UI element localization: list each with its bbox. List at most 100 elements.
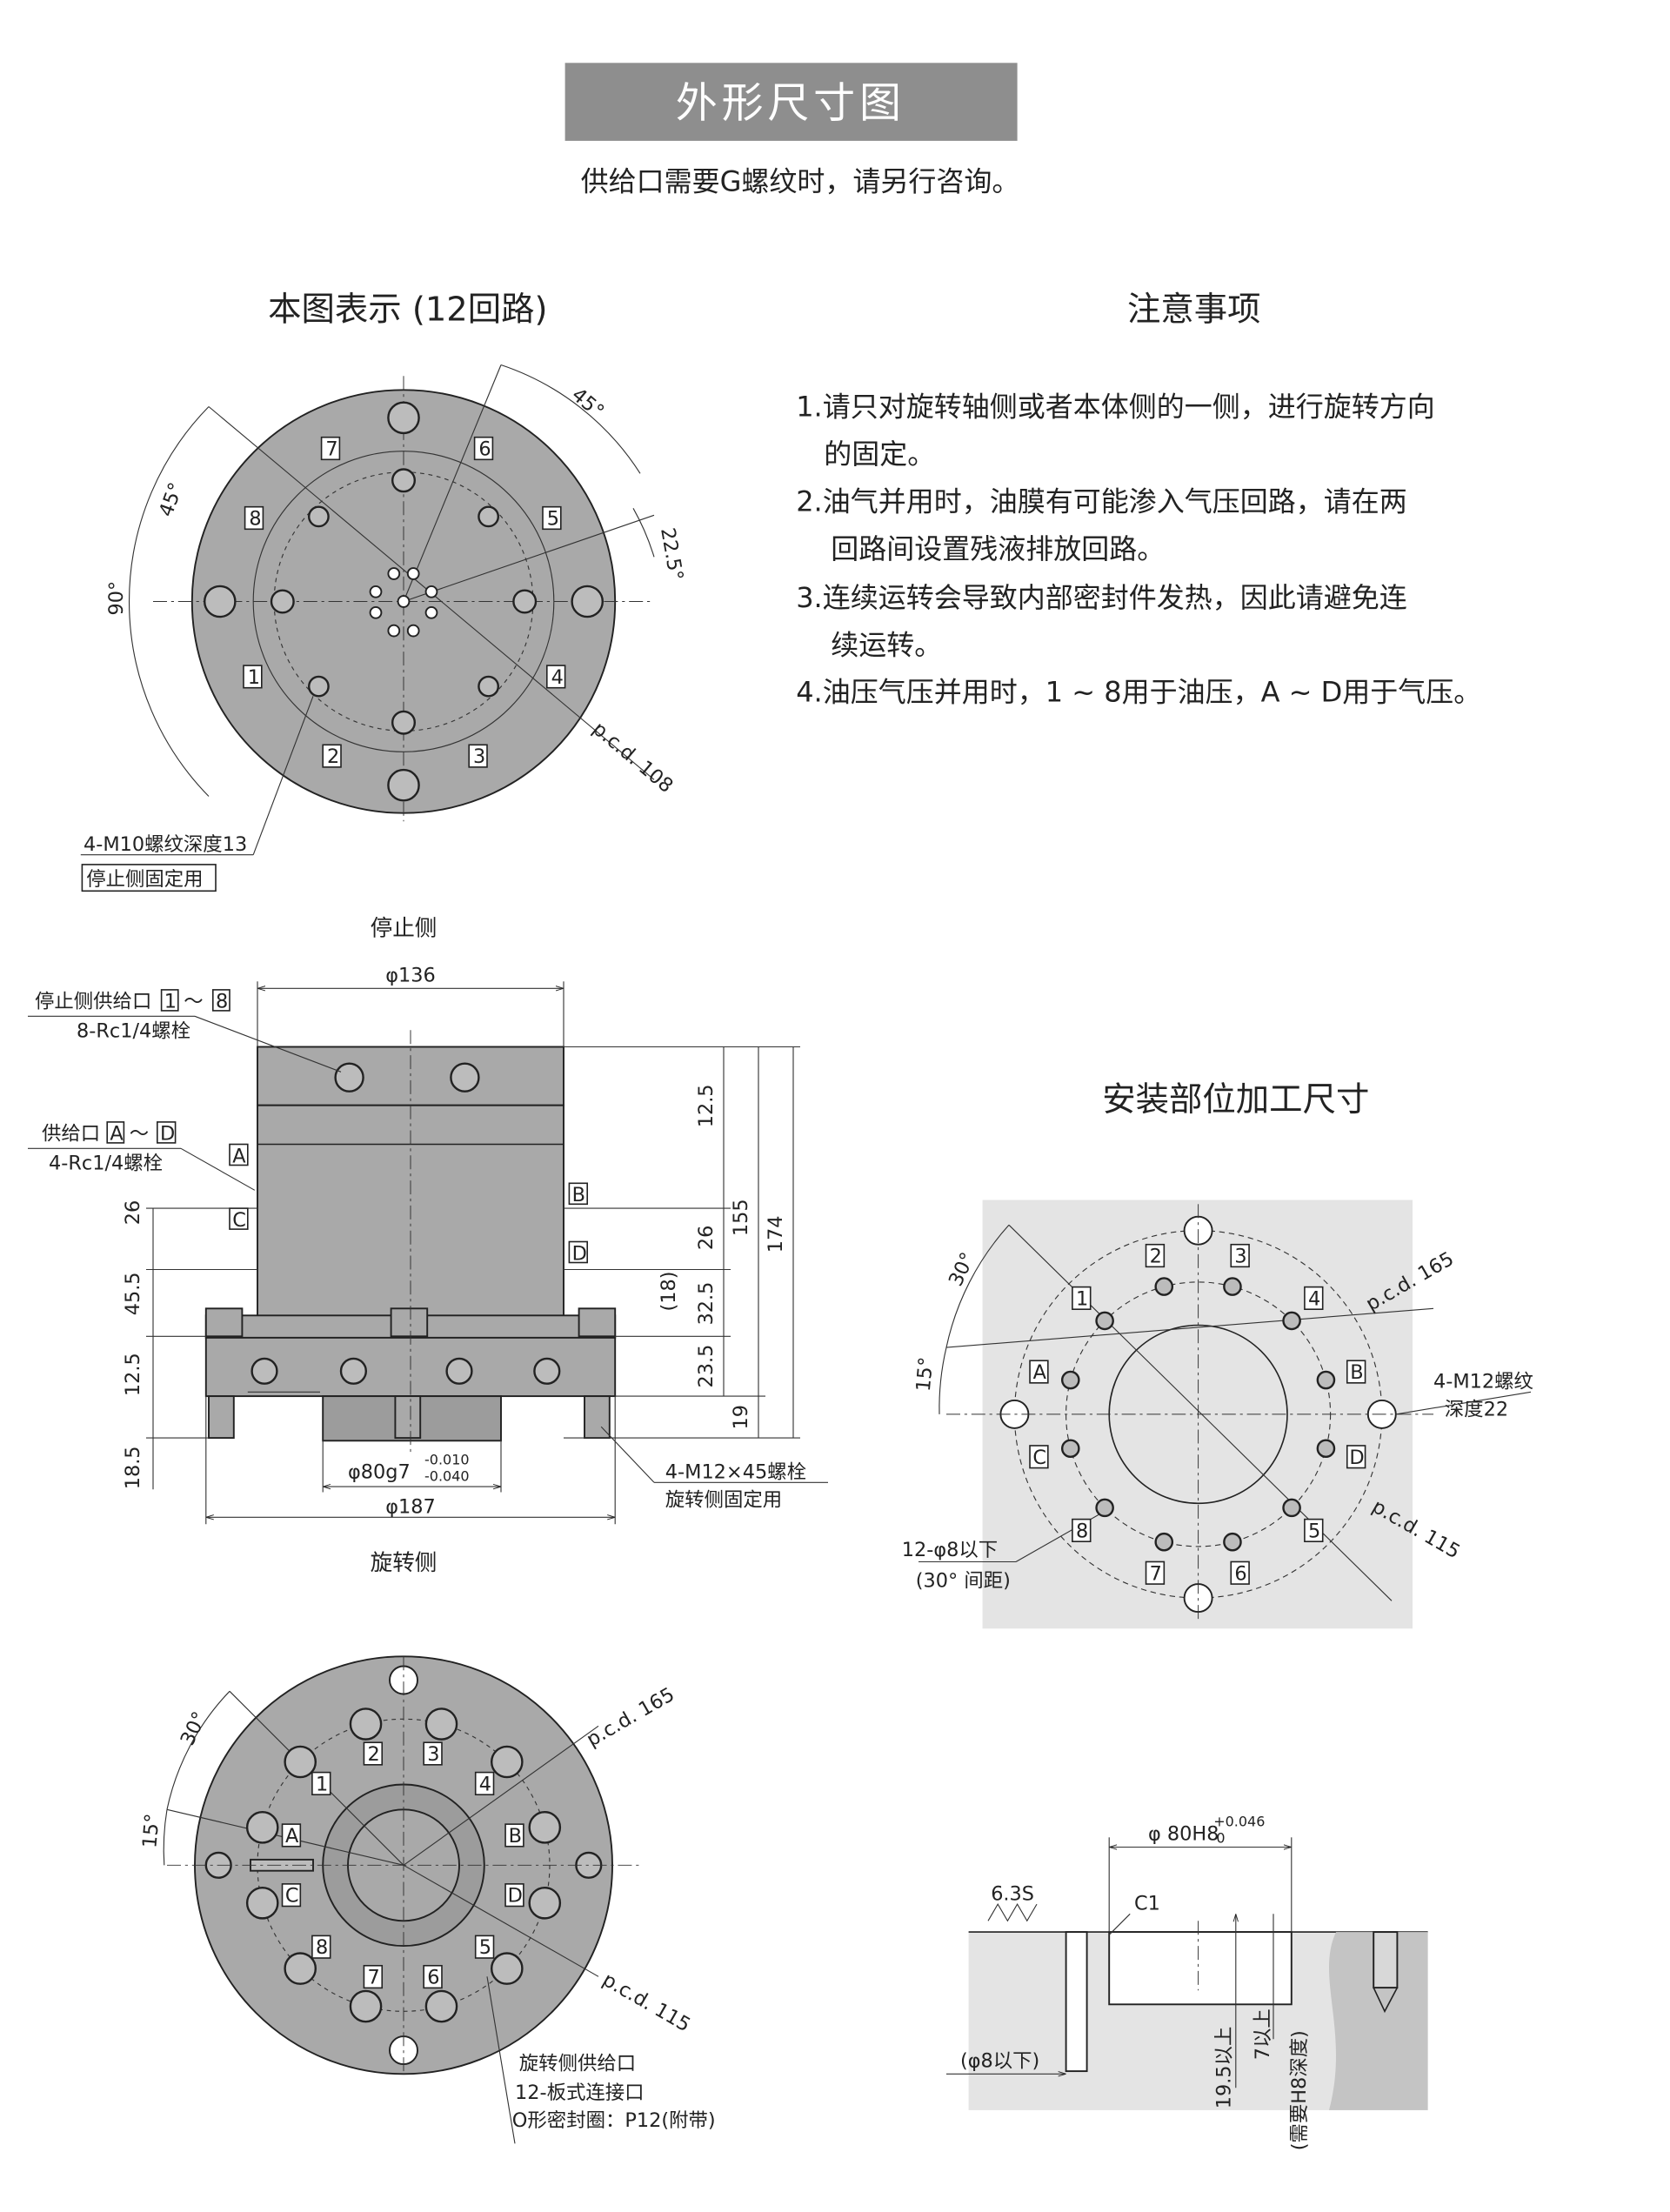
port-label: D <box>1349 1447 1364 1469</box>
port-hole <box>245 1811 279 1844</box>
dim-label: 26 <box>695 1226 718 1251</box>
port-label: A <box>285 1825 299 1848</box>
port-hole <box>1095 1311 1114 1331</box>
bolt-note: 旋转侧固定用 <box>665 1489 782 1512</box>
port-label: B <box>509 1825 522 1848</box>
top-view-drawing <box>128 364 655 822</box>
port-hole <box>1060 1439 1080 1459</box>
tolerance-upper: +0.046 <box>1213 1814 1265 1830</box>
port-label-box <box>504 1883 524 1908</box>
port-label: 4 <box>1308 1287 1320 1310</box>
port-hole <box>1154 1532 1174 1552</box>
depth-label: 19.5以上 <box>1212 2027 1235 2109</box>
port-hole <box>245 1886 279 1920</box>
port-label-box <box>504 1823 524 1848</box>
port-label-box <box>1145 1243 1166 1268</box>
dim-label: 12.5 <box>122 1353 144 1396</box>
hole-note: (30° 间距) <box>916 1569 1011 1592</box>
depth-label: 7以上 <box>1252 2008 1274 2060</box>
port-label: 8 <box>1076 1520 1088 1542</box>
note-line: 回路间设置残液排放回路。 <box>831 532 1165 565</box>
note-line: 1.请只对旋转轴侧或者本体侧的一侧，进行旋转方向 <box>796 391 1435 424</box>
bolt-label: 4-M12×45螺栓 <box>665 1461 806 1484</box>
port-label-box <box>1230 1560 1250 1585</box>
port-label: 6 <box>478 438 491 461</box>
port-label: 6 <box>1234 1562 1246 1585</box>
port-label-box <box>1029 1445 1049 1469</box>
dim-label: 19 <box>730 1405 752 1430</box>
note-line: 3.连续运转会导致内部密封件发热，因此请避免连 <box>796 581 1407 614</box>
angle-label: 30° <box>177 1708 211 1749</box>
port-hole <box>1095 1498 1114 1518</box>
port-label: 5 <box>547 508 559 531</box>
angle-label: 15° <box>912 1356 938 1393</box>
dim-label: φ80g7 <box>348 1461 411 1484</box>
port-label-box <box>1072 1286 1092 1310</box>
port-label: 6 <box>427 1967 439 1989</box>
thread-depth: 深度22 <box>1445 1399 1508 1421</box>
port-label: 8 <box>249 508 261 531</box>
port-label: 7 <box>368 1967 380 1989</box>
mounting-drawing <box>918 1200 1532 1629</box>
port-hole <box>1316 1439 1336 1459</box>
port-label: 2 <box>1150 1246 1162 1268</box>
tolerance-lower: -0.040 <box>424 1468 470 1485</box>
port-hole <box>490 1745 524 1779</box>
port-label: D <box>160 1123 175 1146</box>
dim-label: 23.5 <box>695 1345 718 1388</box>
tolerance-upper: -0.010 <box>424 1452 470 1468</box>
port-label: D <box>572 1242 587 1265</box>
port-label-box <box>311 1935 331 1959</box>
angle-label: 45° <box>155 479 188 519</box>
port-label-box <box>423 1964 443 1989</box>
depth-note: (需要H8深度) <box>1288 2030 1311 2150</box>
port-label-box <box>1346 1445 1366 1469</box>
section-drawing <box>946 1837 1428 2110</box>
notes-title: 注意事项 <box>1127 290 1261 329</box>
port-label-box <box>281 1823 302 1848</box>
port-hole <box>528 1811 562 1844</box>
port-label: 3 <box>473 745 485 768</box>
dim-label: (18) <box>658 1272 680 1312</box>
caption-rotation-side: 旋转侧 <box>371 1550 438 1576</box>
port-hole <box>424 1707 458 1741</box>
bottom-note-line: 12-板式连接口 <box>515 2082 645 2104</box>
port-label: 4 <box>479 1773 491 1795</box>
port-label: 8 <box>316 1936 328 1959</box>
port-label: 3 <box>1234 1246 1246 1268</box>
chamfer-label: C1 <box>1134 1893 1160 1915</box>
tilde: ～ <box>130 1123 149 1146</box>
page-subtitle: 供给口需要G螺纹时，请另行咨询。 <box>581 165 1020 198</box>
port-label: 4 <box>551 666 564 689</box>
dim-label: φ136 <box>385 964 436 986</box>
port-label: 3 <box>427 1743 439 1766</box>
port-label: C <box>232 1209 246 1232</box>
port-hole <box>490 1952 524 1985</box>
dim-label: 45.5 <box>122 1272 144 1315</box>
port-callout: 供给口 <box>42 1123 100 1146</box>
dim-label: 18.5 <box>122 1446 144 1489</box>
port-label: C <box>1032 1447 1046 1469</box>
bolt-label: 4-M10螺纹深度13 <box>84 833 247 856</box>
port-label: 1 <box>164 991 177 1013</box>
page-title: 外形尺寸图 <box>676 79 905 128</box>
port-label: C <box>285 1885 299 1908</box>
hole-dia-label: (φ8以下) <box>960 2049 1039 2072</box>
port-label-box <box>1304 1286 1324 1310</box>
thread-label: 4-M12螺纹 <box>1433 1371 1533 1393</box>
port-hole <box>1060 1370 1080 1390</box>
hole-label: 12-φ8以下 <box>902 1539 998 1561</box>
dim-label: 26 <box>122 1200 144 1226</box>
port-label: A <box>232 1145 246 1167</box>
port-label-box <box>1230 1243 1250 1268</box>
pcd-label: p.c.d. 115 <box>598 1968 694 2036</box>
port-thread: 4-Rc1/4螺栓 <box>49 1152 163 1174</box>
port-label-box <box>474 1935 495 1959</box>
port-hole <box>349 1707 383 1741</box>
port-hole <box>1316 1370 1336 1390</box>
port-hole <box>349 1989 383 2023</box>
port-label: 2 <box>368 1743 380 1766</box>
